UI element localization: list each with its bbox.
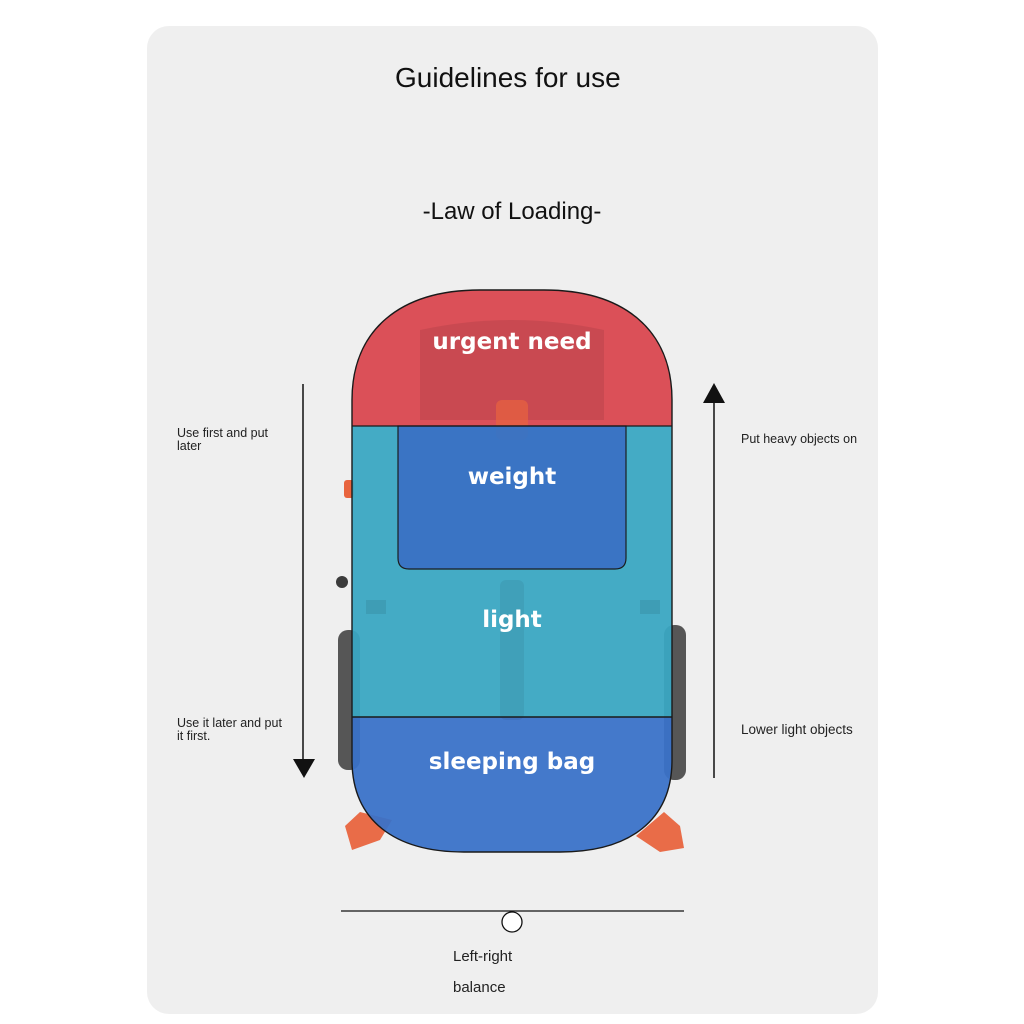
left-buckle xyxy=(336,576,348,588)
left-top-note: Use first and put later xyxy=(177,426,269,453)
balance-indicator xyxy=(341,910,684,933)
left-bottom-note: Use it later and put it first. xyxy=(177,716,282,743)
page-title: Guidelines for use xyxy=(395,62,621,93)
left-down-arrow xyxy=(293,384,315,778)
balance-label-line1: Left-right xyxy=(453,948,513,965)
section-subtitle: -Law of Loading- xyxy=(422,198,602,225)
label-urgent-need: urgent need xyxy=(432,329,591,355)
zone-sleeping-bag xyxy=(352,717,672,852)
label-weight: weight xyxy=(468,464,557,490)
arrow-down-icon xyxy=(293,759,315,778)
balance-label-line2: balance xyxy=(453,979,506,996)
zone-weight xyxy=(397,425,627,570)
right-bottom-note: Lower light objects xyxy=(741,722,853,737)
right-strap xyxy=(636,812,684,852)
label-light: light xyxy=(482,607,542,633)
arrow-up-icon xyxy=(703,383,725,403)
label-sleeping-bag: sleeping bag xyxy=(429,749,595,775)
right-up-arrow xyxy=(703,383,725,778)
balance-circle-icon xyxy=(501,911,523,933)
right-top-note: Put heavy objects on xyxy=(741,432,858,446)
bag-outline xyxy=(351,289,673,853)
